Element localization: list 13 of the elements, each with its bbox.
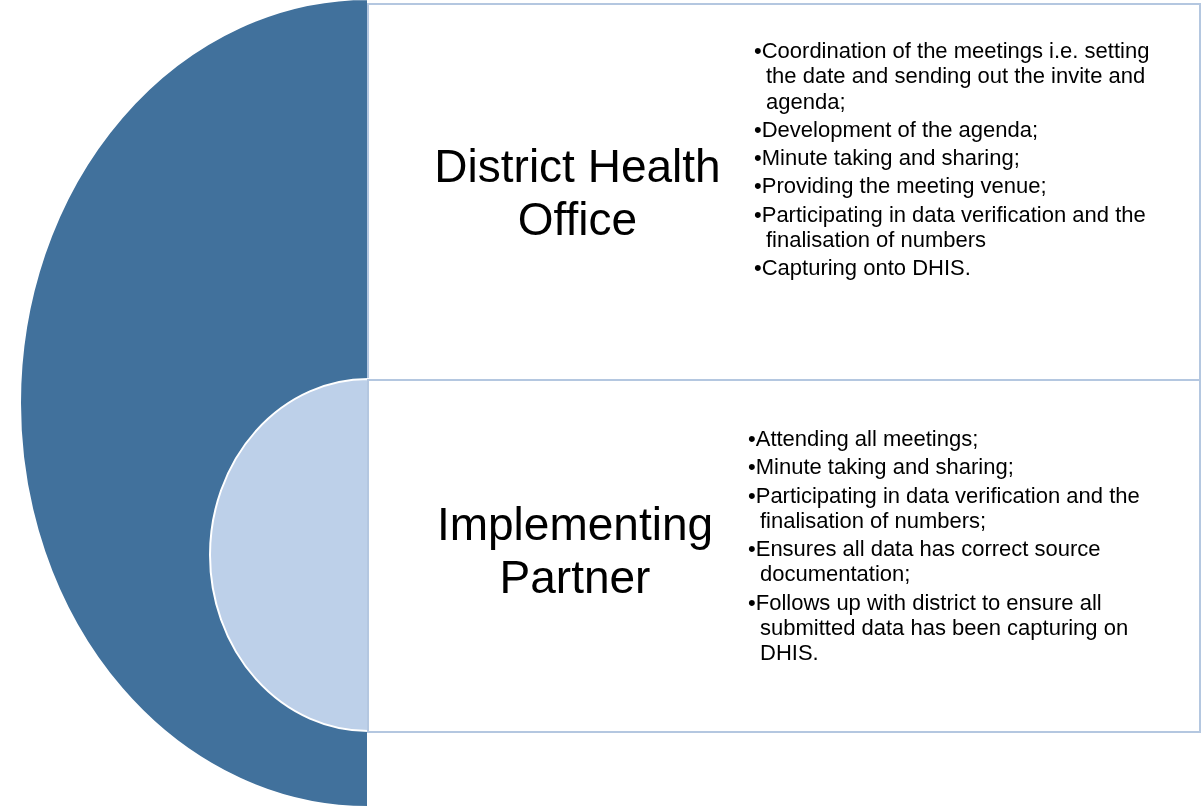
- bullet-item: •Participating in data verification and the finalisation of numbers: [754, 201, 1147, 253]
- bullet-item: •Ensures all data has correct source documentation;: [748, 536, 1102, 587]
- bullet-item: •Minute taking and sharing;: [754, 145, 1021, 171]
- bullet-item: •Providing the meeting venue;: [754, 173, 1048, 199]
- bullet-item: •Coordination of the meetings i.e. setting the date and sending out the invite and agenda;: [754, 38, 1151, 114]
- heading: District Health Office: [433, 140, 722, 246]
- bullet-item: •Attending all meetings;: [748, 426, 980, 452]
- bullet-item: •Follows up with district to ensure all submitted data has been capturing on DHIS.: [748, 589, 1130, 666]
- bullet-item: •Capturing onto DHIS.: [754, 255, 972, 281]
- bullet-item: •Minute taking and sharing;: [748, 454, 1015, 480]
- bullet-item: •Participating in data verification and the finalisation of numbers;: [748, 482, 1141, 534]
- heading: Implementing Partner: [435, 498, 715, 604]
- bullet-item: •Development of the agenda;: [754, 116, 1040, 143]
